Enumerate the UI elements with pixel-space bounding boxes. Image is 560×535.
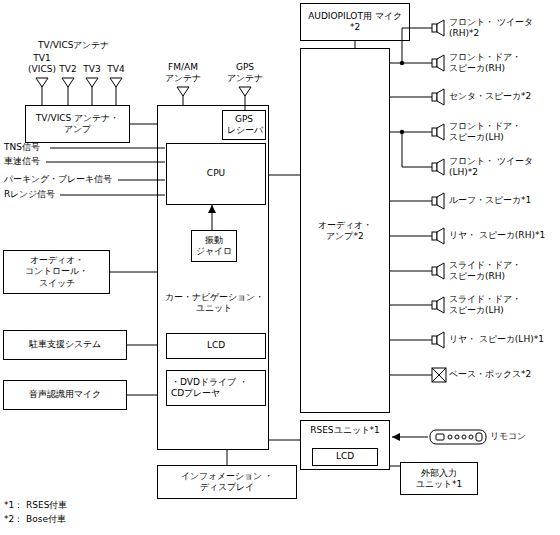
speaker-label: フロント・ドア・ スピーカ(LH) <box>449 121 549 144</box>
box-text: 音声認識用マイク <box>4 389 126 400</box>
box-text: オーディオ・ アンプ*2 <box>301 219 389 242</box>
remote-control-picture <box>430 430 486 444</box>
speaker-label: スライド・ドア・ スピーカ(LH) <box>449 294 549 317</box>
part-label: リモコン <box>490 431 526 442</box>
box-text: オーディオ・ コントロール・ スイッチ <box>4 255 109 289</box>
junction-dots <box>400 61 404 134</box>
connector-line <box>127 395 157 396</box>
box-text: TV/VICS アンテナ・アンプ <box>26 113 129 136</box>
block-box: ・DVDドライブ ・CDプレーヤ <box>166 370 266 406</box>
block-box: 駐車支援システム <box>3 330 127 360</box>
connector-line <box>355 41 356 48</box>
remote-signal-arrow <box>392 437 428 438</box>
box-text: CPU <box>167 168 265 179</box>
block-box: LCD <box>166 333 266 359</box>
box-text: カー・ナビゲーション・ ユニット <box>164 292 264 315</box>
connector-line <box>110 272 157 273</box>
speaker-label: ルーフ・スピーカ*1 <box>449 195 549 206</box>
block-box: オーディオ・ アンプ*2 <box>300 48 390 413</box>
connector-line <box>130 124 157 125</box>
box-text: LCD <box>167 340 265 351</box>
speaker-label: センタ・スピーカ*2 <box>449 91 549 102</box>
speaker-label: フロント・ドア・ スピーカ(RH) <box>449 52 549 75</box>
block-box: GPS レシーバ CPU 振動 ジャイロ LCD ・DVDドライブ ・CDプレーヤカー・… <box>157 105 269 450</box>
antenna-label: TV2 <box>59 64 76 75</box>
signal-wires <box>46 148 165 195</box>
speaker-label: フロント・ ツイータ(LH)*2 <box>449 156 549 179</box>
block-box: LCD RSESユニット*1 <box>300 420 390 470</box>
speaker-label: リヤ・ スピーカ(LH)*1 <box>449 334 549 345</box>
antenna-symbols <box>42 84 245 110</box>
antenna-label: TV1 (VICS) <box>24 53 60 76</box>
signal-name: TNS信号 <box>4 142 40 153</box>
speaker-label: フロント・ ツイータ(RH)*2 <box>449 17 549 40</box>
connector-line <box>390 466 400 467</box>
antenna-label: FM/AM アンテナ <box>161 62 205 85</box>
connector-line <box>127 345 157 346</box>
bass-box-symbol <box>432 368 446 382</box>
block-box: インフォメーション ・ディスプレイ <box>157 465 297 499</box>
block-box: CPU <box>166 143 266 205</box>
box-text: LCD <box>313 451 377 462</box>
block-box: 振動 ジャイロ <box>191 230 237 262</box>
connector-line <box>269 175 300 176</box>
box-text: 駐車支援システム <box>4 339 126 350</box>
speaker-symbols <box>432 20 444 348</box>
block-box: 外部入力 ユニット*1 <box>400 462 478 495</box>
antenna-label: GPS アンテナ <box>223 62 267 85</box>
box-text: ・DVDドライブ ・CDプレーヤ <box>167 377 265 400</box>
speaker-label: リヤ・ スピーカ(RH)*1 <box>449 230 549 241</box>
signal-name: パーキング・ブレーキ信号 <box>4 174 112 185</box>
antenna-label: TV3 <box>83 64 100 75</box>
antenna-label: TV/VICSアンテナ <box>38 40 110 51</box>
block-box: 音声認識用マイク <box>3 380 127 410</box>
antenna-heads <box>36 78 251 96</box>
block-box: GPS レシーバ <box>222 110 266 140</box>
footnote: *1： RSES付車 <box>4 500 67 511</box>
box-text: AUDIOPILOT用 マイク*2 <box>301 11 409 34</box>
speaker-wires <box>390 28 432 375</box>
block-box: LCD <box>312 448 378 466</box>
box-text: 振動 ジャイロ <box>192 235 236 258</box>
footnote: *2： Bose付車 <box>4 514 66 525</box>
antenna-label: TV4 <box>107 64 124 75</box>
box-text: RSESユニット*1 <box>301 425 389 436</box>
box-text: インフォメーション ・ディスプレイ <box>158 471 296 494</box>
connector-line <box>269 440 300 441</box>
connector-line <box>212 205 213 230</box>
box-text: GPS レシーバ <box>223 114 265 137</box>
block-box: AUDIOPILOT用 マイク*2 <box>300 3 410 41</box>
speaker-label: ベース・ボックス*2 <box>449 369 549 380</box>
connector-line <box>227 450 228 465</box>
speaker-label: スライド・ドア・ スピーカ(RH) <box>449 260 549 283</box>
block-box: TV/VICS アンテナ・アンプ <box>25 105 130 143</box>
signal-name: Rレンジ信号 <box>4 189 55 200</box>
block-box: オーディオ・ コントロール・ スイッチ <box>3 250 110 294</box>
box-text: 外部入力 ユニット*1 <box>401 467 477 490</box>
signal-name: 車速信号 <box>4 156 40 167</box>
